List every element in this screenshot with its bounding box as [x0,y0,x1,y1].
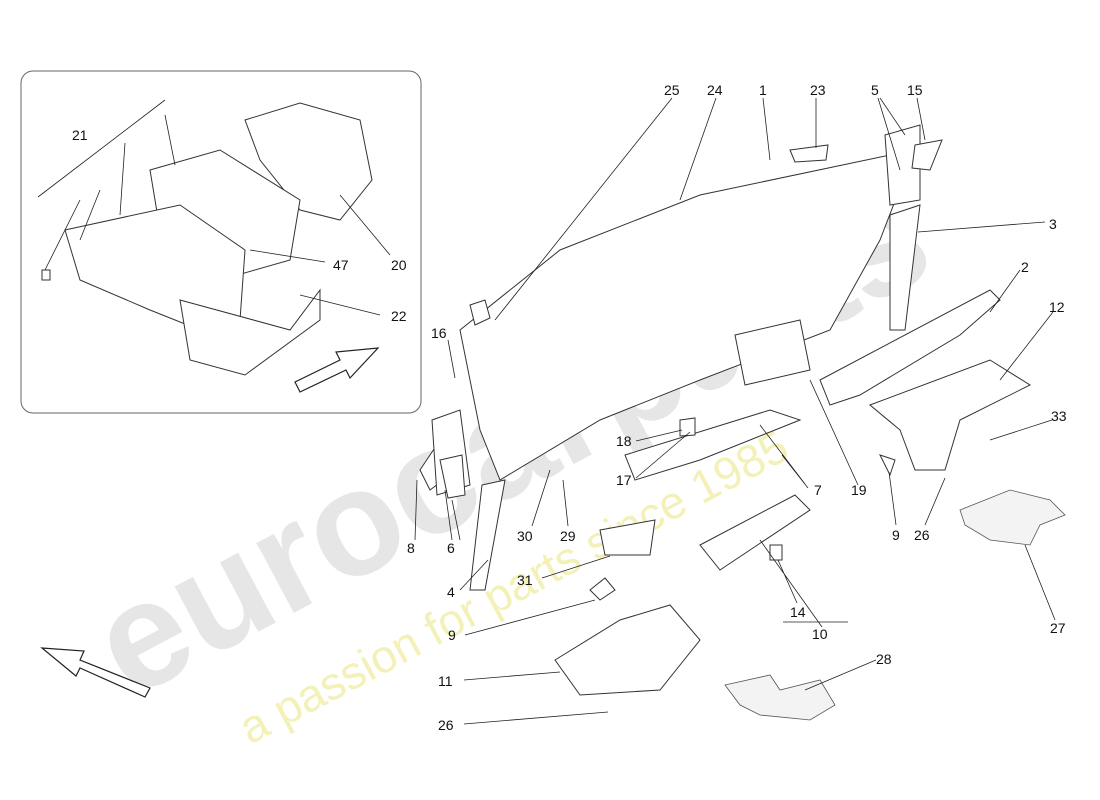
leader-lines [414,97,1056,725]
label-30: 30 [517,528,533,544]
label-26b: 26 [438,717,454,733]
label-4: 4 [447,584,455,600]
label-47: 47 [333,257,349,273]
label-19: 19 [851,482,867,498]
dashboard-assembly [419,124,1066,721]
label-11: 11 [438,673,453,689]
label-9b: 9 [448,627,456,643]
label-33: 33 [1051,408,1067,424]
label-12: 12 [1049,299,1065,315]
label-6: 6 [447,540,455,556]
label-22: 22 [391,308,407,324]
label-14: 14 [790,604,806,620]
label-21: 21 [72,127,88,143]
direction-arrow-icon [40,647,151,698]
label-23: 23 [810,82,826,98]
label-3: 3 [1049,216,1057,232]
label-7: 7 [814,482,822,498]
label-24: 24 [707,82,723,98]
label-15: 15 [907,82,923,98]
label-17: 17 [616,472,632,488]
label-31: 31 [517,572,533,588]
label-8: 8 [407,540,415,556]
label-25: 25 [664,82,680,98]
inset-parts [37,99,391,393]
label-5: 5 [871,82,879,98]
label-9: 9 [892,527,900,543]
label-27: 27 [1050,620,1066,636]
label-2: 2 [1021,259,1029,275]
label-26: 26 [914,527,930,543]
label-16: 16 [431,325,447,341]
callout-labels: 25 24 1 23 5 15 3 2 12 33 16 18 17 7 19 … [407,82,1067,733]
label-1: 1 [759,82,767,98]
inset-frame [20,70,422,414]
label-20: 20 [391,257,407,273]
label-28: 28 [876,651,892,667]
label-10: 10 [812,626,828,642]
direction-arrow-icon [294,347,380,393]
label-18: 18 [616,433,632,449]
label-29: 29 [560,528,576,544]
